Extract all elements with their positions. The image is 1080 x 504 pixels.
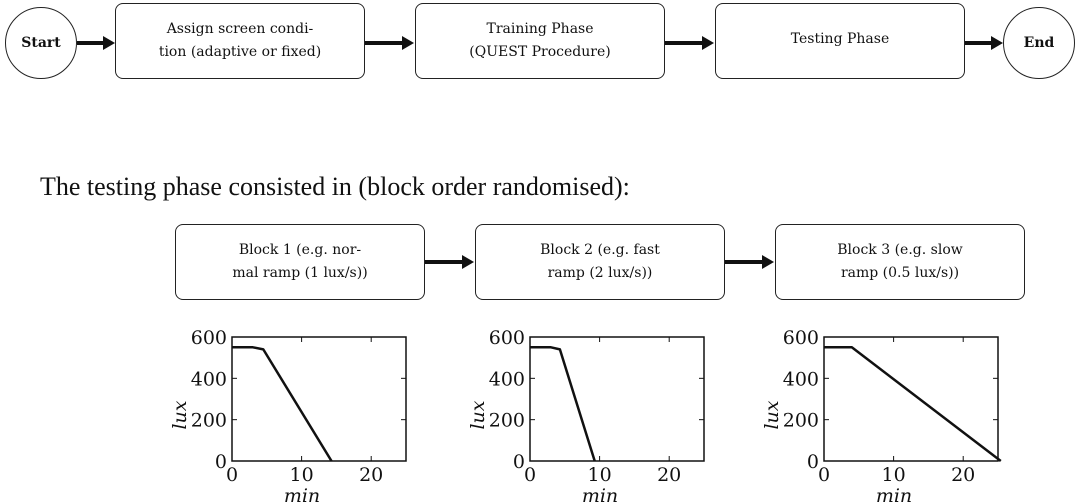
plot-frame bbox=[823, 336, 999, 462]
flow-start-label: Start bbox=[21, 35, 61, 51]
y-tick-label: 200 bbox=[489, 410, 525, 432]
y-axis-label: lux bbox=[467, 400, 489, 429]
flow-step-assign-condition: Assign screen condi- tion (adaptive or f… bbox=[115, 3, 365, 79]
y-tick-label: 600 bbox=[191, 327, 227, 349]
chart-block-1: 0 200 400 600 0 10 20 min lux bbox=[169, 327, 407, 504]
x-tick-label: 20 bbox=[359, 464, 383, 486]
block-2-line2: ramp (2 lux/s)) bbox=[547, 265, 653, 281]
block-2-line1: Block 2 (e.g. fast bbox=[540, 242, 660, 258]
block-3-line2: ramp (0.5 lux/s)) bbox=[840, 265, 960, 281]
block-3-box: Block 3 (e.g. slow ramp (0.5 lux/s)) bbox=[775, 224, 1025, 300]
flow-end-node: End bbox=[1003, 7, 1075, 79]
x-tick-label: 10 bbox=[882, 464, 906, 486]
x-tick-label: 0 bbox=[226, 464, 238, 486]
testing-phase-heading: The testing phase consisted in (block or… bbox=[40, 172, 630, 201]
x-tick-label: 0 bbox=[818, 464, 830, 486]
x-tick-label: 10 bbox=[290, 464, 314, 486]
plot-frame bbox=[231, 336, 407, 462]
chart-block-2: 0 200 400 600 0 10 20 min lux bbox=[467, 327, 705, 504]
y-tick-label: 200 bbox=[783, 410, 819, 432]
x-tick-label: 20 bbox=[951, 464, 975, 486]
x-tick-label: 20 bbox=[657, 464, 681, 486]
flow-step-testing-line1: Testing Phase bbox=[790, 30, 890, 47]
x-axis-label: min bbox=[876, 485, 912, 504]
block-3-line1: Block 3 (e.g. slow bbox=[837, 242, 963, 258]
flow-step-training-phase: Training Phase (QUEST Procedure) bbox=[415, 3, 665, 79]
x-axis-label: min bbox=[582, 485, 618, 504]
flow-step-assign-line1: Assign screen condi- bbox=[166, 21, 314, 37]
y-tick-label: 200 bbox=[191, 410, 227, 432]
y-axis-label: lux bbox=[761, 400, 783, 429]
flow-step-assign-line2: tion (adaptive or fixed) bbox=[158, 44, 322, 60]
y-axis-label: lux bbox=[169, 400, 191, 429]
block-1-line2: mal ramp (1 lux/s)) bbox=[232, 265, 368, 281]
lux-ramp-line bbox=[232, 346, 333, 462]
y-tick-label: 0 bbox=[807, 451, 819, 473]
lux-ramp-line bbox=[824, 346, 1002, 462]
x-axis-label: min bbox=[284, 485, 320, 504]
plot-frame bbox=[529, 336, 705, 462]
flow-start-node: Start bbox=[5, 7, 77, 79]
x-tick-label: 0 bbox=[524, 464, 536, 486]
y-tick-label: 0 bbox=[215, 451, 227, 473]
x-tick-label: 10 bbox=[588, 464, 612, 486]
y-tick-label: 600 bbox=[489, 327, 525, 349]
block-1-box: Block 1 (e.g. nor- mal ramp (1 lux/s)) bbox=[175, 224, 425, 300]
chart-block-3: 0 200 400 600 0 10 20 min lux bbox=[761, 327, 1002, 504]
flow-step-testing-phase: Testing Phase bbox=[715, 3, 965, 79]
y-tick-label: 0 bbox=[513, 451, 525, 473]
block-1-line1: Block 1 (e.g. nor- bbox=[238, 242, 362, 258]
y-tick-label: 400 bbox=[191, 368, 227, 390]
flow-step-training-line2: (QUEST Procedure) bbox=[469, 44, 611, 60]
y-tick-label: 400 bbox=[489, 368, 525, 390]
flow-end-label: End bbox=[1023, 35, 1055, 51]
y-tick-label: 400 bbox=[783, 368, 819, 390]
flow-step-training-line1: Training Phase bbox=[486, 21, 594, 37]
block-2-box: Block 2 (e.g. fast ramp (2 lux/s)) bbox=[475, 224, 725, 300]
y-tick-label: 600 bbox=[783, 327, 819, 349]
lux-ramp-line bbox=[530, 346, 596, 462]
